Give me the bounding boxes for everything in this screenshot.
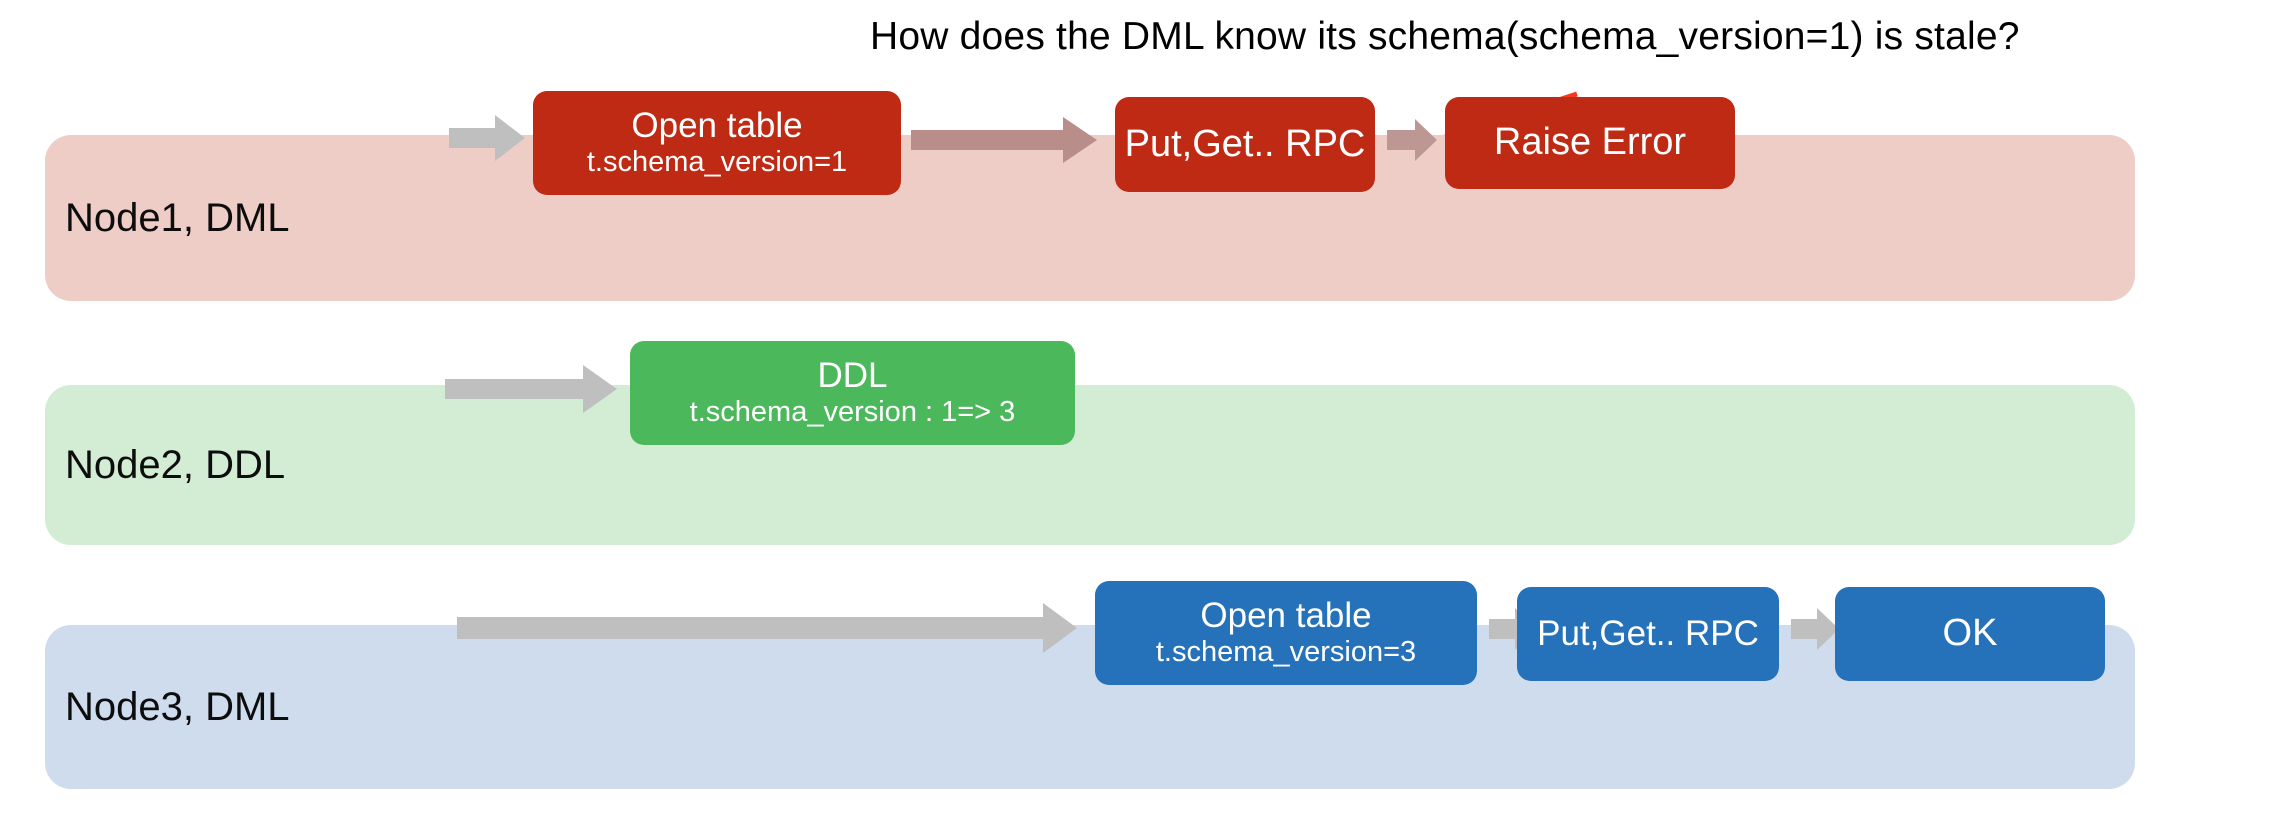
arrow-right-icon xyxy=(911,117,1097,163)
node-subtitle: t.schema_version=3 xyxy=(1155,636,1417,669)
lane-node3: Node3, DML Open table t.schema_version=3… xyxy=(45,581,2135,789)
node-subtitle: t.schema_version : 1=> 3 xyxy=(689,396,1016,429)
arrow-right-icon xyxy=(1791,608,1839,650)
node-ok[interactable]: OK xyxy=(1835,587,2105,681)
node-raise-error[interactable]: Raise Error xyxy=(1445,97,1735,189)
annotation-question-text: How does the DML know its schema(schema_… xyxy=(870,15,2020,58)
node-title: Put,Get.. RPC xyxy=(1537,614,1759,654)
node-title: Open table xyxy=(631,106,803,146)
lane-label-node1: Node1, DML xyxy=(65,195,290,240)
node-ddl[interactable]: DDL t.schema_version : 1=> 3 xyxy=(630,341,1075,445)
lane-node1: Node1, DML Open table t.schema_version=1… xyxy=(45,91,2135,301)
node-title: OK xyxy=(1942,612,1998,655)
node-subtitle: t.schema_version=1 xyxy=(586,146,848,179)
arrow-right-icon xyxy=(457,603,1077,653)
arrow-right-icon xyxy=(445,365,617,413)
node-title: Open table xyxy=(1200,596,1372,636)
lane-label-node3: Node3, DML xyxy=(65,684,290,729)
arrow-right-icon xyxy=(449,115,525,161)
lane-node2: Node2, DDL DDL t.schema_version : 1=> 3 xyxy=(45,341,2135,545)
node-title: DDL xyxy=(817,356,888,396)
lane-label-node2: Node2, DDL xyxy=(65,442,286,487)
node-title: Raise Error xyxy=(1493,121,1687,164)
node-rpc-3[interactable]: Put,Get.. RPC xyxy=(1517,587,1779,681)
node-title: Put,Get.. RPC xyxy=(1124,122,1366,165)
node-rpc-1[interactable]: Put,Get.. RPC xyxy=(1115,97,1375,192)
node-open-table-1[interactable]: Open table t.schema_version=1 xyxy=(533,91,901,195)
arrow-right-icon xyxy=(1387,119,1437,161)
node-open-table-3[interactable]: Open table t.schema_version=3 xyxy=(1095,581,1477,685)
